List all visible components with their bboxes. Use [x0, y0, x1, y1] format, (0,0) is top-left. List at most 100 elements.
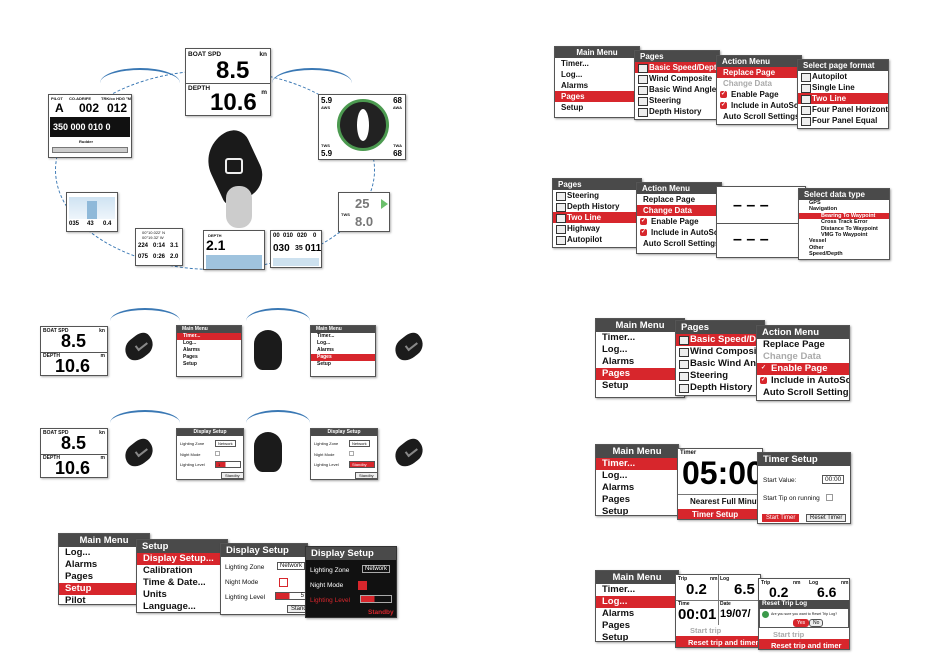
position-log-page[interactable]: 00°10.022' N 00°19.32' W 224 0:14 3.1 07…: [135, 228, 183, 266]
menu-item-log[interactable]: Log...: [183, 340, 197, 346]
menu-item-alarms[interactable]: Alarms: [561, 81, 589, 90]
start-timer-button[interactable]: Start Timer: [762, 514, 800, 522]
up-down-keys-icon[interactable]: [254, 330, 282, 370]
menu-item-pages[interactable]: Pages: [602, 494, 630, 505]
menu-item-log[interactable]: Log...: [602, 344, 628, 355]
start-on-running-checkbox[interactable]: [826, 494, 833, 501]
menu-item-alarms[interactable]: Alarms: [317, 347, 334, 353]
lighting-level-slider[interactable]: [360, 595, 392, 603]
menu-item-timer[interactable]: Timer...: [561, 59, 589, 68]
page-basic-speed-depth[interactable]: Basic Speed/Depth: [635, 62, 719, 73]
wind-page[interactable]: 5.9 AWS 68 AWA TWS 5.9 TWA 68: [318, 94, 406, 160]
menu-item-time-date[interactable]: Time & Date...: [143, 577, 206, 588]
two-line-page-preview[interactable]: – – – – – –: [716, 186, 806, 258]
format-single-line[interactable]: Single Line: [798, 82, 888, 93]
page-steering[interactable]: Steering: [676, 370, 764, 382]
action-enable-page[interactable]: Enable Page: [757, 363, 849, 375]
page-depth-history[interactable]: Depth History: [676, 382, 764, 394]
standby-button[interactable]: Standby: [368, 609, 394, 616]
trip-log-page[interactable]: Trip nm 0.2 Log 6.5 Time 00:01 Date 19/0…: [675, 574, 761, 648]
lighting-level-slider[interactable]: Standby: [349, 461, 375, 468]
format-autopilot[interactable]: Autopilot: [798, 71, 888, 82]
speed-depth-page[interactable]: BOAT SPD kn 8.5 DEPTH m 10.6: [185, 48, 271, 116]
menu-item-pages[interactable]: Pages: [596, 368, 684, 380]
lighting-level-slider[interactable]: 1: [215, 461, 241, 468]
timer-setup-option[interactable]: [678, 509, 762, 519]
menu-item-alarms[interactable]: Alarms: [602, 482, 635, 493]
night-mode-checkbox[interactable]: [215, 451, 220, 456]
lighting-zone-select[interactable]: Network: [362, 565, 391, 573]
menu-item-pilot[interactable]: Pilot: [65, 595, 86, 605]
reset-trip-option[interactable]: [759, 639, 849, 649]
menu-item-setup[interactable]: Setup: [561, 103, 584, 112]
standby-button[interactable]: Stand: [287, 605, 307, 613]
page-steering[interactable]: Steering: [635, 95, 719, 106]
menu-item-setup[interactable]: Setup: [602, 632, 629, 642]
lighting-zone-select[interactable]: Network: [349, 440, 370, 447]
action-change-data[interactable]: Change Data: [723, 79, 772, 88]
data-slot-2[interactable]: – – –: [733, 231, 769, 248]
menu-item-alarms[interactable]: Alarms: [65, 559, 98, 570]
page-basic-wind-angle[interactable]: Basic Wind Angle/Spee: [635, 84, 719, 95]
menu-item-display-setup[interactable]: Display Setup...: [137, 553, 227, 565]
night-mode-checkbox-checked[interactable]: [358, 581, 367, 590]
menu-item-calibration[interactable]: Calibration: [143, 565, 193, 576]
highway-page[interactable]: 035 43 0.4: [66, 192, 118, 232]
menu-item-timer[interactable]: Timer...: [177, 333, 241, 340]
no-button[interactable]: No: [809, 619, 824, 627]
yes-button[interactable]: Yes: [793, 619, 810, 627]
action-replace-page[interactable]: Replace Page: [717, 67, 801, 78]
start-value-input[interactable]: 00:00: [822, 475, 845, 484]
timer-page[interactable]: Timer 05:00 Nearest Full Minute Timer Se…: [677, 448, 763, 520]
lighting-zone-select[interactable]: Network: [277, 562, 306, 570]
menu-item-alarms[interactable]: Alarms: [602, 608, 635, 619]
menu-item-log[interactable]: Log...: [596, 596, 678, 608]
page-depth-history[interactable]: Depth History: [635, 106, 719, 117]
data-type-gps[interactable]: GPS: [809, 200, 821, 206]
action-replace-page[interactable]: Replace Page: [763, 339, 825, 350]
menu-item-pages[interactable]: Pages: [555, 91, 639, 102]
page-wind-composite[interactable]: Wind Composite: [635, 73, 719, 84]
page-highway[interactable]: Highway: [553, 223, 641, 234]
lighting-zone-select[interactable]: Network: [215, 440, 236, 447]
data-type-speed-depth[interactable]: Speed/Depth: [809, 251, 843, 258]
menu-item-timer[interactable]: Timer...: [602, 332, 636, 343]
action-autoscroll-settings[interactable]: Auto Scroll Settings: [723, 112, 800, 121]
start-trip-option[interactable]: Start trip: [773, 630, 805, 639]
page-basic-speed-depth[interactable]: Basic Speed/Depth: [676, 334, 764, 346]
data-type-vessel[interactable]: Vessel: [809, 238, 827, 245]
menu-item-alarms[interactable]: Alarms: [183, 347, 200, 353]
format-four-panel-equal[interactable]: Four Panel Equal: [798, 115, 888, 126]
menu-item-log[interactable]: Log...: [602, 470, 628, 481]
menu-item-units[interactable]: Units: [143, 589, 167, 600]
lighting-level-slider[interactable]: 5: [275, 592, 307, 600]
reset-timer-button[interactable]: Reset Timer: [806, 514, 847, 522]
menu-item-setup[interactable]: Setup: [317, 361, 331, 367]
menu-item-pages[interactable]: Pages: [183, 354, 198, 360]
data-type-other[interactable]: Other: [809, 244, 824, 251]
standby-button[interactable]: Standby: [221, 472, 243, 479]
menu-item-alarms[interactable]: Alarms: [602, 356, 635, 367]
nearest-minute-option[interactable]: Nearest Full Minute: [690, 497, 763, 506]
page-steering[interactable]: Steering: [553, 190, 641, 201]
data-slot-1[interactable]: – – –: [733, 197, 769, 214]
up-down-keys-icon-2[interactable]: [254, 432, 282, 472]
xte-page[interactable]: 25 TWS 8.0: [338, 192, 390, 232]
page-basic-wind-angle[interactable]: Basic Wind Angle/Spee: [676, 358, 764, 370]
data-type-distance-to-waypoint[interactable]: Distance To Waypoint: [821, 225, 878, 232]
page-depth-history[interactable]: Depth History: [553, 201, 641, 212]
menu-item-setup[interactable]: Setup: [602, 380, 629, 391]
action-change-data[interactable]: Change Data: [763, 351, 822, 362]
action-replace-page[interactable]: Replace Page: [643, 195, 696, 204]
action-enable-page[interactable]: Enable Page: [717, 89, 801, 100]
menu-item-log[interactable]: Log...: [65, 547, 91, 558]
data-type-bearing-to-waypoint[interactable]: Bearing To Waypoint: [799, 212, 889, 220]
night-mode-checkbox[interactable]: [349, 451, 354, 456]
start-trip-option[interactable]: Start trip: [690, 626, 722, 635]
menu-item-setup[interactable]: Setup: [59, 583, 149, 595]
menu-item-setup[interactable]: Setup: [602, 506, 629, 516]
menu-item-language[interactable]: Language...: [143, 601, 196, 612]
autopilot-page[interactable]: PILOT CO.ADRIFE TRK/co HDG °M A 002 012 …: [48, 94, 132, 158]
